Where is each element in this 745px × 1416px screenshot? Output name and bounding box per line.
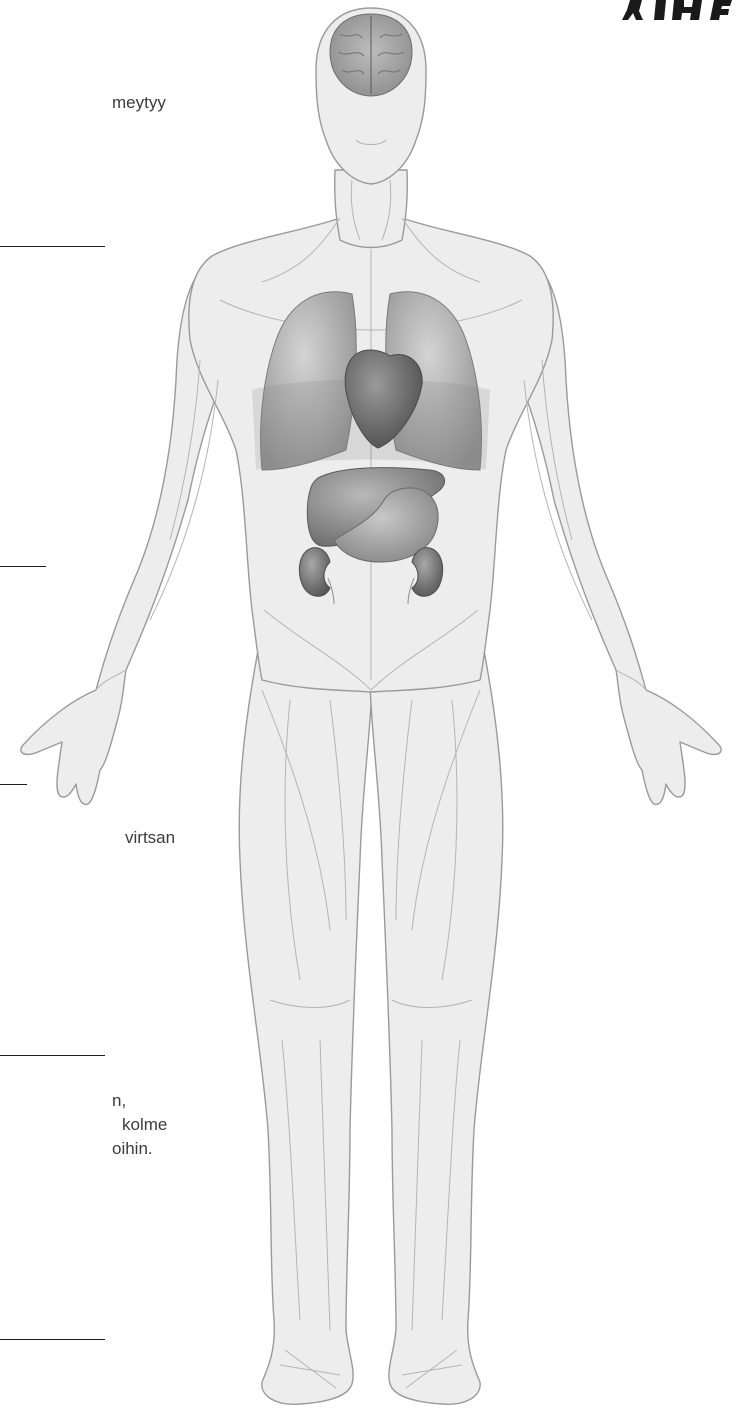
left-leg: [239, 630, 372, 1404]
right-leg: [370, 630, 503, 1404]
body-silhouette: [21, 8, 721, 1404]
brain: [330, 14, 412, 96]
muscle-lines: [96, 140, 646, 1388]
